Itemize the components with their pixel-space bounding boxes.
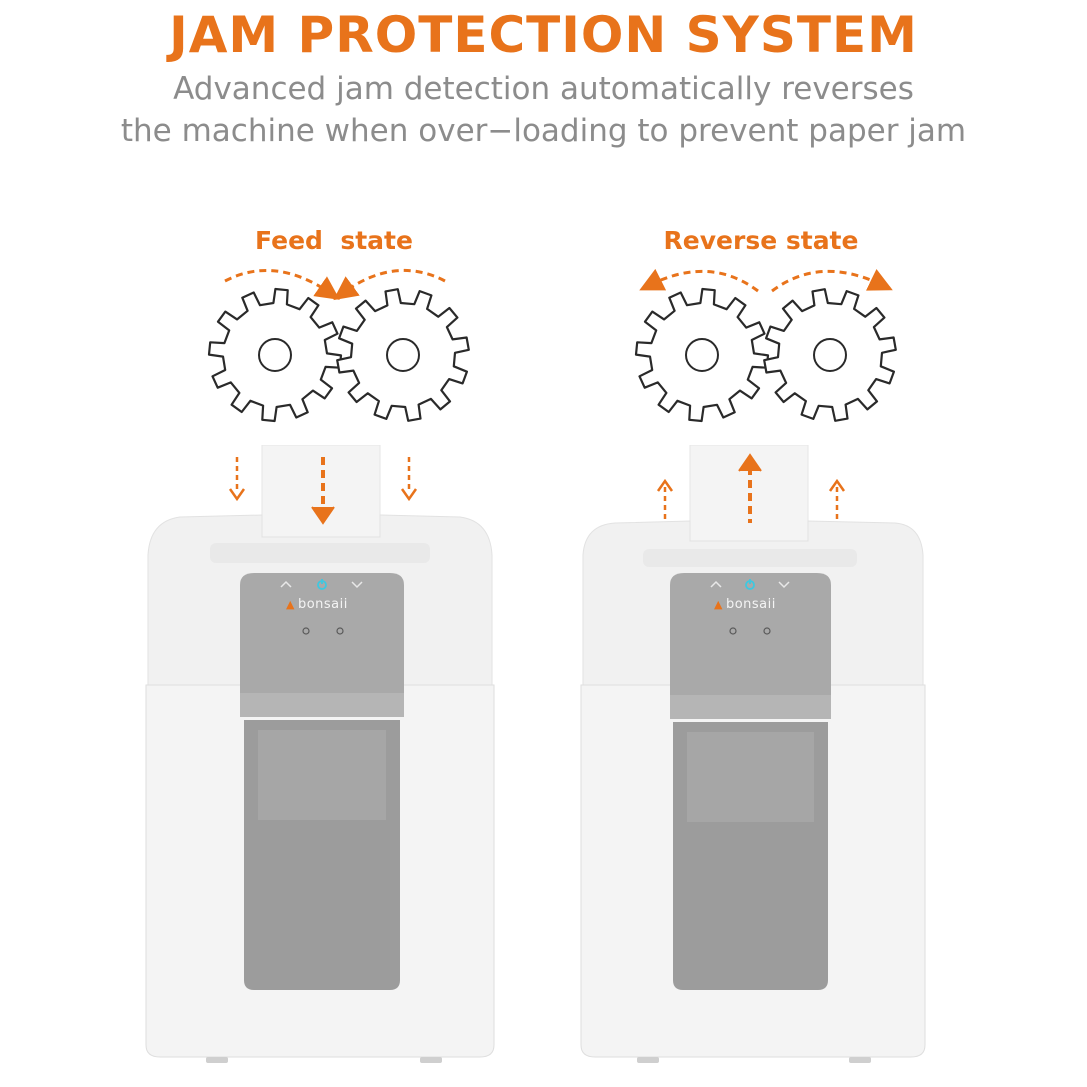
sun-icon (763, 627, 771, 635)
power-icon (317, 579, 327, 590)
chevron-down-icon (351, 581, 363, 589)
gear-icon (336, 288, 470, 422)
chevron-down-icon (778, 581, 790, 589)
sun-icon (729, 627, 737, 635)
feed-arrow-left (224, 269, 340, 300)
shredder-feed (145, 445, 495, 1063)
gear-icon (763, 288, 897, 422)
arrow-down-icon (228, 457, 246, 502)
arrow-down-icon (400, 457, 418, 502)
headline: JAM PROTECTION SYSTEM (169, 6, 918, 64)
arrow-down-icon (311, 457, 335, 525)
chevron-up-icon (280, 580, 292, 588)
arrow-up-icon (738, 453, 762, 523)
reverse-arrow-right (771, 268, 893, 293)
sun-icon (336, 627, 344, 635)
shredder-reverse (580, 445, 926, 1063)
subtitle-line-2: the machine when over−loading to prevent… (120, 113, 967, 149)
feed-arrow-right (333, 269, 446, 301)
brand-logo: ▲bonsaii (714, 597, 776, 612)
gear-icon (207, 287, 343, 423)
arrow-up-icon (656, 478, 674, 523)
gear-icon (634, 287, 770, 423)
reverse-arrow-left (639, 268, 759, 293)
arrow-up-icon (828, 478, 846, 523)
paper-sheet (261, 445, 381, 546)
feed-state-label: Feed state (255, 226, 413, 255)
subtitle-line-1: Advanced jam detection automatically rev… (173, 71, 914, 107)
chevron-up-icon (710, 580, 722, 588)
sun-icon (302, 627, 310, 635)
reverse-state-label: Reverse state (663, 226, 859, 255)
power-icon (745, 579, 755, 590)
reverse-gears (634, 268, 897, 423)
feed-gears (207, 269, 470, 423)
brand-logo: ▲bonsaii (286, 597, 348, 612)
